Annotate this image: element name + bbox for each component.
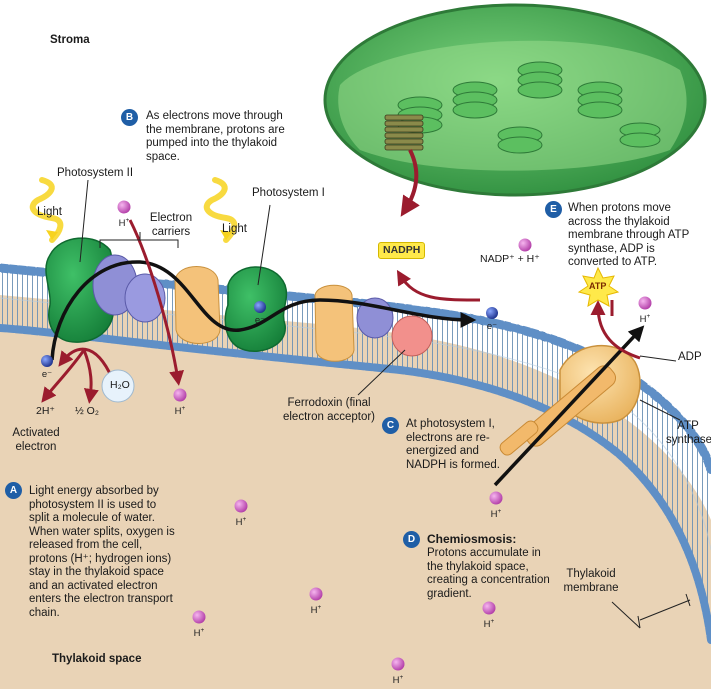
proton-label: H+ (483, 618, 495, 631)
membrane-bracket (637, 593, 691, 629)
nadph-label: NADPH (378, 242, 426, 259)
light-bolt-2 (203, 177, 238, 243)
chloroplast-illustration (323, 3, 707, 197)
ferredoxin-protein (391, 315, 433, 357)
step-e-badge: E (545, 201, 562, 218)
proton-label: H+ (235, 516, 247, 529)
atp-synthase-label: ATP synthase (666, 420, 711, 446)
water-molecule (101, 369, 135, 403)
step-c-badge: C (382, 417, 399, 434)
stroma-label: Stroma (50, 34, 90, 46)
electron-symbol-2: e⁻ (254, 315, 266, 326)
atp-starburst (577, 266, 620, 307)
photosystem-ii-label: Photosystem II (57, 167, 134, 179)
step-d-badge: D (403, 531, 420, 548)
activated-electron-label: Activated electron (12, 427, 60, 453)
thylakoid-membrane (0, 268, 711, 640)
synthase-leader (639, 399, 681, 421)
granum-stack (384, 114, 424, 151)
ps2-leader (79, 179, 89, 263)
electron-symbol-1: e⁻ (41, 369, 53, 380)
proton-label: H+ (392, 674, 404, 687)
step-b-badge: B (121, 109, 138, 126)
photosystem-i-label: Photosystem I (252, 187, 325, 199)
step-d-text: Protons accumulate in the thylakoid spac… (427, 547, 550, 600)
two-h-label: 2H⁺ (36, 405, 55, 417)
step-b-text: As electrons move through the membrane, … (146, 110, 285, 163)
step-d-title: Chemiosmosis: (427, 532, 517, 546)
step-c-text: At photosystem I, electrons are re-energ… (406, 418, 500, 471)
h2o-label: H₂O (110, 379, 130, 391)
step-a-badge: A (5, 482, 22, 499)
step-a-text: Light energy absorbed by photosystem II … (29, 485, 175, 619)
chloroplast-zoom-arrow (400, 149, 420, 217)
adp-leader (639, 355, 677, 362)
thylakoid-space-label: Thylakoid space (52, 653, 142, 665)
light-bolt-1 (29, 177, 64, 243)
carrier-complex-2 (314, 284, 355, 362)
light-label-1: Light (37, 206, 62, 218)
ps1-leader (257, 204, 271, 286)
proton-label: H+ (118, 217, 130, 230)
atp-label: ATP (589, 281, 607, 291)
step-e-text: When protons move across the thylakoid m… (568, 202, 690, 268)
proton-pump-arrow (128, 219, 184, 386)
protons (117, 200, 652, 671)
light-label-2: Light (222, 223, 247, 235)
electron-path (50, 260, 477, 361)
proton-label: H+ (639, 313, 651, 326)
proton-label: H+ (174, 405, 186, 418)
adp-atp-arrow (590, 300, 641, 360)
water-split-arrow (58, 347, 114, 379)
nadp-plus-label: NADP⁺ + H⁺ (480, 253, 540, 265)
proton-label: H+ (310, 604, 322, 617)
nadph-arrow (396, 269, 481, 302)
ferredoxin-label: Ferrodoxin (final electron acceptor) (282, 397, 376, 423)
membrane-leader (611, 601, 641, 629)
ferredoxin-leader (357, 349, 406, 396)
electron-symbol-3: e⁻ (486, 321, 498, 332)
chemiosmosis-arrow (493, 325, 645, 487)
adp-label: ADP (678, 351, 702, 363)
thylakoid-membrane-label: Thylakoid membrane (563, 568, 619, 594)
proton-label: H+ (193, 627, 205, 640)
proton-label: H+ (490, 508, 502, 521)
carriers-bracket (99, 232, 179, 248)
electron-carriers-label: Electron carriers (149, 212, 193, 238)
half-o2-label: ½ O₂ (75, 405, 99, 417)
electrons (41, 301, 498, 367)
